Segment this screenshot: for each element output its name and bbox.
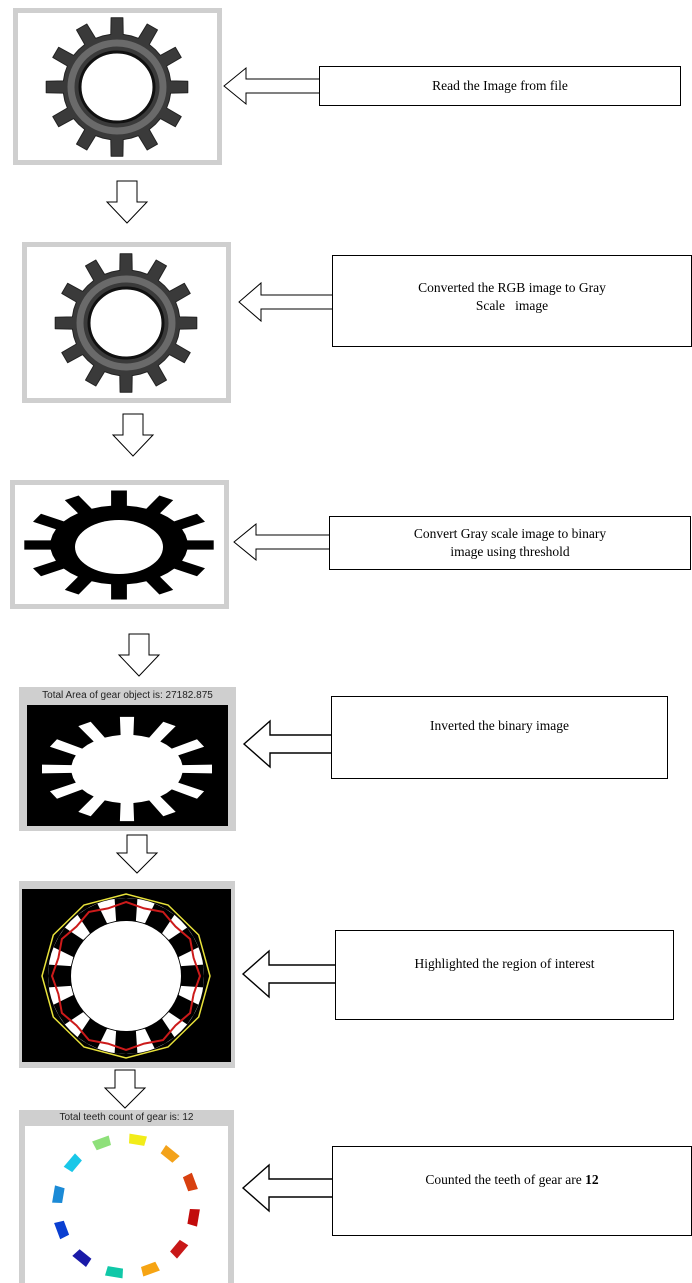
tooth-segment-3 bbox=[52, 1185, 65, 1203]
tooth-segment-4 bbox=[63, 1153, 82, 1173]
tooth-segment-9 bbox=[187, 1209, 200, 1227]
gear-roi-highlight bbox=[22, 889, 231, 1062]
step-1-caption-box: Read the Image from file bbox=[319, 66, 681, 106]
left-arrow-icon bbox=[223, 66, 321, 106]
down-arrow-icon bbox=[117, 633, 161, 677]
tooth-segment-2 bbox=[54, 1220, 70, 1240]
step-2-caption-box: Converted the RGB image to Gray Scale im… bbox=[332, 255, 692, 347]
step-5-caption-box: Highlighted the region of interest bbox=[335, 930, 674, 1020]
tooth-segment-5 bbox=[92, 1135, 111, 1151]
down-arrow-icon bbox=[103, 1069, 147, 1109]
gear-binary bbox=[24, 490, 214, 600]
tooth-segment-8 bbox=[182, 1172, 198, 1192]
roi-gear-plot bbox=[19, 881, 235, 1068]
step-6-caption-prefix: Counted the teeth of gear are bbox=[425, 1171, 586, 1187]
step-2-caption-line1: Converted the RGB image to Gray bbox=[418, 279, 606, 295]
step-3-caption-box: Convert Gray scale image to binary image… bbox=[329, 516, 691, 570]
step-6-caption: Counted the teeth of gear are 12 bbox=[425, 1171, 598, 1189]
roi-convex-hull bbox=[41, 893, 211, 1059]
tooth-segment-11 bbox=[141, 1261, 160, 1277]
grayscale-gear-image bbox=[22, 242, 231, 403]
roi-boundary bbox=[50, 900, 202, 1052]
step-4-caption-box: Inverted the binary image bbox=[331, 696, 668, 779]
roi-center bbox=[71, 921, 181, 1031]
left-arrow-icon bbox=[238, 281, 336, 323]
step-4-caption: Inverted the binary image bbox=[429, 718, 570, 734]
step-5-caption: Highlighted the region of interest bbox=[414, 955, 595, 971]
left-arrow-icon bbox=[242, 719, 341, 769]
gear-ring bbox=[76, 275, 176, 371]
tooth-segment-6 bbox=[129, 1133, 147, 1146]
step-3-caption-line2: image using threshold bbox=[450, 544, 570, 559]
down-arrow-icon bbox=[111, 413, 155, 457]
step-3-caption-line1: Convert Gray scale image to binary bbox=[413, 525, 607, 541]
area-plot-title: Total Area of gear object is: 27182.875 bbox=[42, 690, 213, 701]
teeth-count-plot: Total teeth count of gear is: 12 bbox=[19, 1110, 234, 1283]
gear-bore bbox=[87, 286, 165, 360]
tooth-segment-1 bbox=[72, 1249, 92, 1267]
down-arrow-icon bbox=[105, 180, 149, 224]
gear-bore bbox=[78, 50, 156, 124]
original-gear-image bbox=[13, 8, 222, 165]
down-arrow-icon bbox=[115, 834, 159, 874]
step-1-caption: Read the Image from file bbox=[432, 77, 568, 93]
binary-gear-bore bbox=[75, 520, 163, 574]
gear-teeth-labeled bbox=[25, 1126, 228, 1283]
left-arrow-icon bbox=[241, 949, 340, 999]
inverted-gear-body bbox=[42, 716, 212, 822]
gear-photo bbox=[45, 17, 189, 157]
step-2-caption-line2: Scale image bbox=[475, 298, 549, 313]
left-arrow-icon bbox=[241, 1163, 340, 1213]
tooth-segment-7 bbox=[160, 1145, 180, 1163]
step-6-caption-box: Counted the teeth of gear are 12 bbox=[332, 1146, 692, 1236]
binary-gear-image bbox=[10, 480, 229, 609]
teeth-plot-title: Total teeth count of gear is: 12 bbox=[59, 1112, 194, 1123]
tooth-segment-12 bbox=[105, 1266, 123, 1279]
inverted-gear-plot: Total Area of gear object is: 27182.875 bbox=[19, 687, 236, 831]
step-6-caption-value: 12 bbox=[585, 1171, 599, 1187]
gear-grayscale bbox=[54, 253, 198, 393]
tooth-segment-10 bbox=[170, 1239, 189, 1259]
gear-inverted bbox=[27, 705, 228, 826]
gear-ring bbox=[67, 39, 167, 135]
left-arrow-icon bbox=[233, 522, 331, 562]
